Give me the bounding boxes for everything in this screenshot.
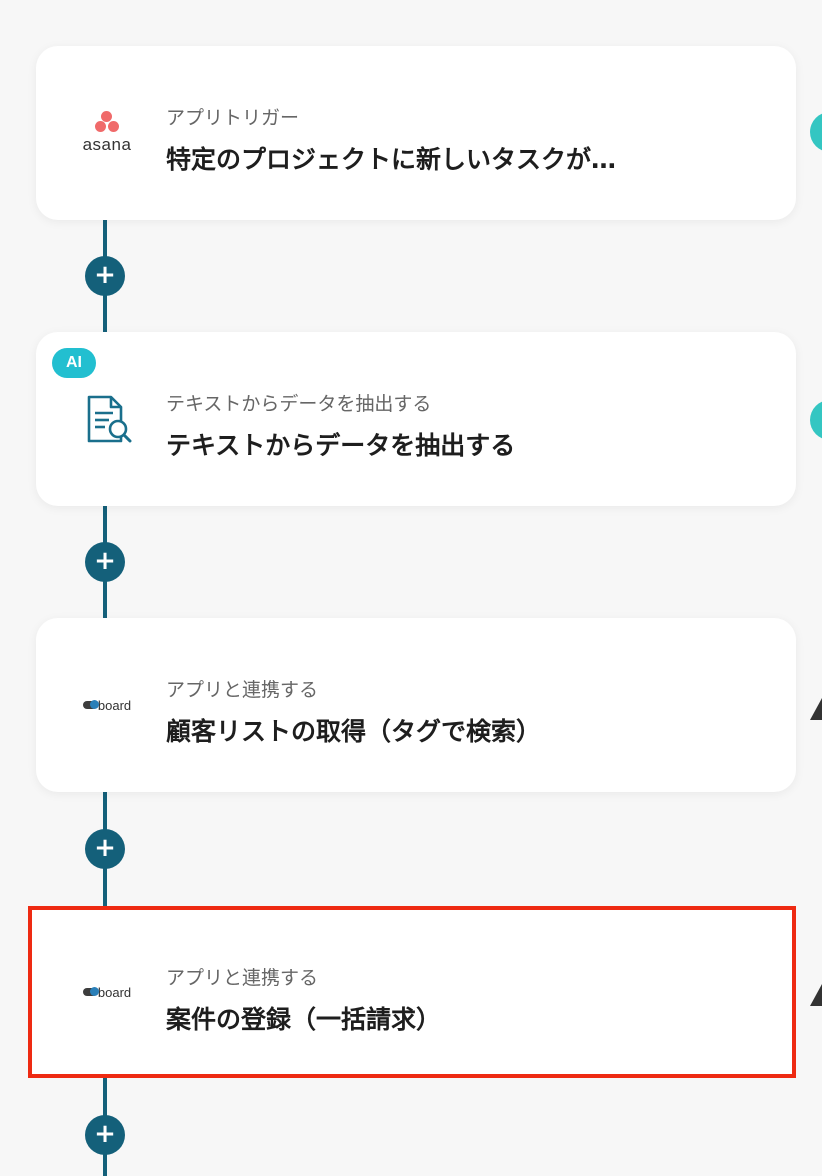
warning-icon [810, 698, 822, 720]
board-logo-icon: board [76, 961, 138, 1023]
step-title: 顧客リストの取得（タグで検索） [166, 717, 542, 746]
asana-logo-text: asana [82, 135, 132, 154]
step-title: テキストからデータを抽出する [166, 431, 516, 460]
step-subtitle: アプリと連携する [166, 679, 319, 701]
document-search-icon [76, 388, 138, 450]
board-logo-icon: board [76, 674, 138, 736]
ai-badge: AI [52, 348, 96, 378]
plus-icon: + [94, 833, 116, 863]
step-card-trigger[interactable]: asana アプリトリガー 特定のプロジェクトに新しいタスクが… [36, 46, 796, 220]
step-card-ai-extract[interactable]: AI テキストからデータを抽出する テキストからデータを抽出する [36, 332, 796, 506]
status-indicator-icon [810, 400, 822, 440]
add-step-button[interactable]: + [85, 256, 125, 296]
plus-icon: + [94, 260, 116, 290]
step-title: 案件の登録（一括請求） [166, 1005, 442, 1034]
add-step-button[interactable]: + [85, 542, 125, 582]
plus-icon: + [94, 1119, 116, 1149]
status-indicator-icon [810, 112, 822, 152]
plus-icon: + [94, 546, 116, 576]
step-card-board-get-customers[interactable]: board アプリと連携する 顧客リストの取得（タグで検索） [36, 618, 796, 792]
step-card-board-register[interactable]: board アプリと連携する 案件の登録（一括請求） [28, 906, 796, 1078]
board-logo-text: board [97, 697, 132, 713]
step-title: 特定のプロジェクトに新しいタスクが… [166, 145, 617, 174]
asana-logo-icon: asana [76, 102, 138, 164]
step-subtitle: テキストからデータを抽出する [166, 393, 432, 415]
step-subtitle: アプリと連携する [166, 967, 319, 989]
step-subtitle: アプリトリガー [166, 107, 300, 129]
add-step-button[interactable]: + [85, 829, 125, 869]
add-step-button[interactable]: + [85, 1115, 125, 1155]
board-logo-text: board [97, 984, 132, 1000]
warning-icon [810, 984, 822, 1006]
